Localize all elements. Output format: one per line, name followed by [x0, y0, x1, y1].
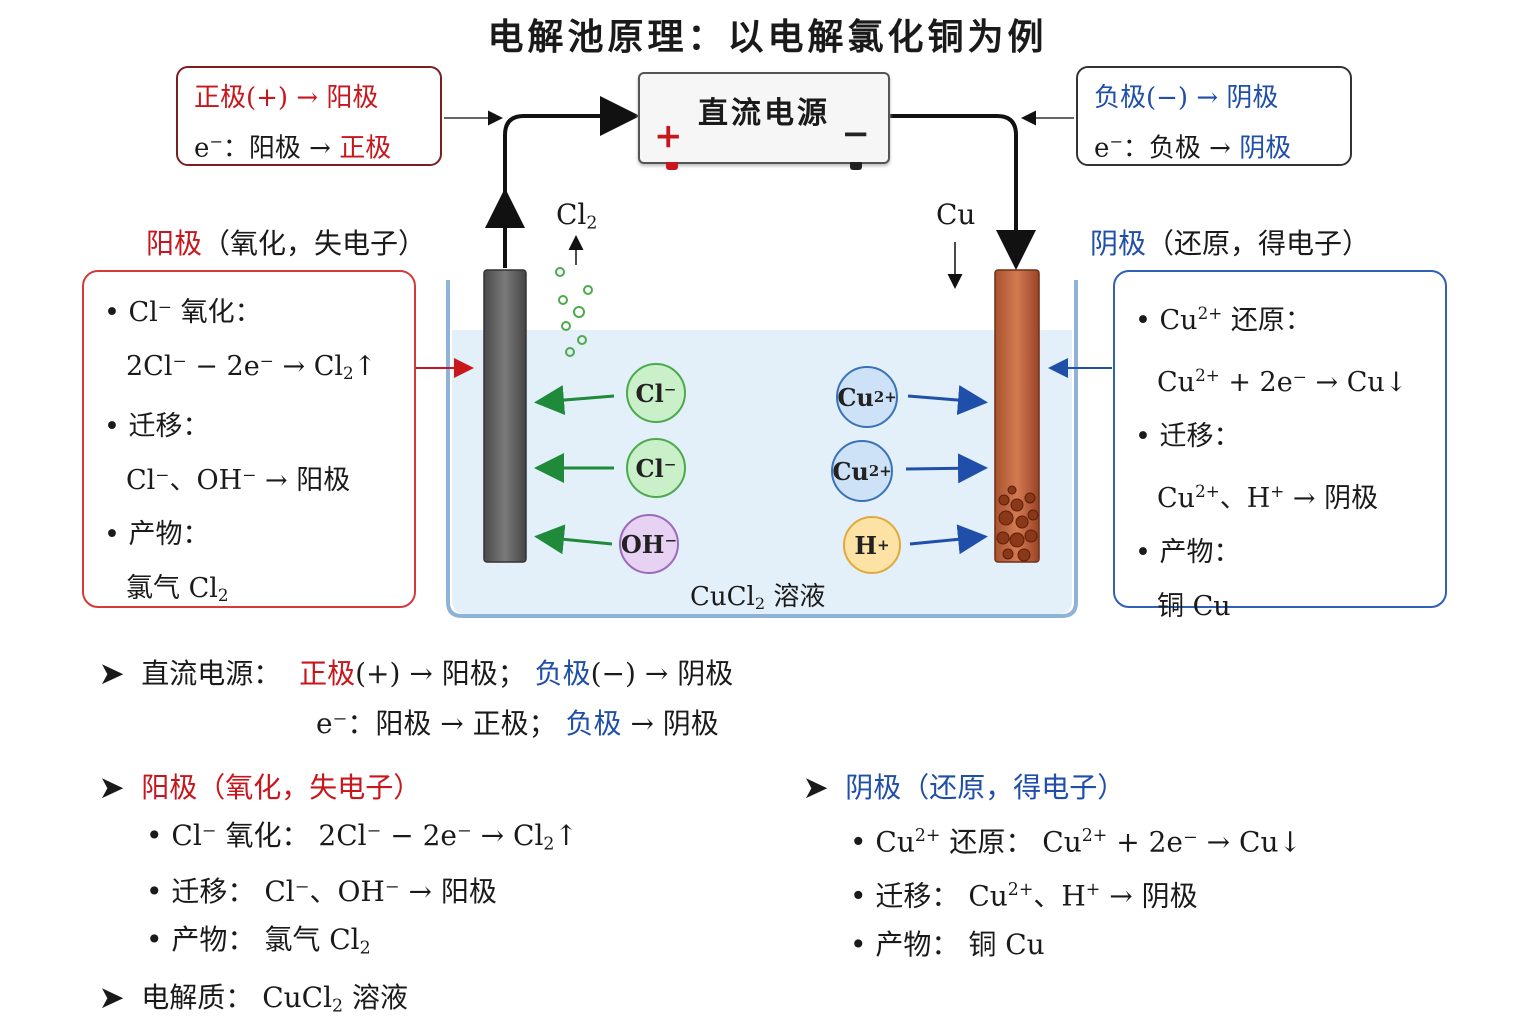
anode-electrode: [483, 269, 527, 563]
chloride-ion-1: Cl⁻: [626, 363, 686, 423]
summary-anode: ➤ 阳极（氧化，失电子） • Cl⁻ 氧化： 2Cl⁻ − 2e⁻ → Cl2↑…: [100, 771, 578, 959]
copper-deposit: [996, 485, 1039, 562]
page-title: 电解池原理：以电解氯化铜为例: [487, 16, 1048, 58]
power-supply-label: 直流电源: [698, 96, 830, 131]
anode-info-box: • Cl⁻ 氧化： 2Cl⁻ − 2e⁻ → Cl2↑ • 迁移： Cl⁻、OH…: [82, 270, 416, 608]
solution-label: CuCl2 溶液: [690, 582, 826, 614]
bullet-arrow-icon: ➤: [804, 771, 828, 804]
dc-power-supply: 直流电源 + −: [638, 72, 890, 170]
cathode-wire: [888, 114, 1036, 270]
anode-wire: [503, 96, 640, 268]
hydrogen-ion: H+: [843, 516, 901, 574]
gas-bubbles: [555, 267, 593, 357]
minus-terminal: −: [841, 114, 871, 154]
plus-terminal: +: [654, 116, 683, 156]
solution: [452, 330, 1072, 614]
plus-foot: [666, 162, 678, 170]
summary-power: ➤ 直流电源： 正极(+) → 阳极； 负极(−) → 阴极: [100, 657, 734, 690]
copper-label: Cu: [936, 198, 976, 231]
cathode-electrode: [994, 269, 1040, 563]
cathode-heading: 阴极（还原，得电子）: [1090, 227, 1371, 260]
cathode-info-box: • Cu2+ 还原： Cu2+ + 2e⁻ → Cu↓ • 迁移： Cu2+、H…: [1113, 270, 1447, 622]
chloride-ion-2: Cl⁻: [626, 438, 686, 498]
beaker: [446, 280, 1078, 618]
anode-rule-box: 正极(+) → 阳极 e−：阳极 → 正极: [176, 66, 442, 166]
summary-electron-flow: e⁻：阳极 → 正极； 负极 → 阴极: [316, 707, 719, 740]
hydroxide-ion: OH⁻: [619, 514, 679, 574]
bullet-arrow-icon: ➤: [100, 771, 124, 804]
bullet-arrow-icon: ➤: [100, 657, 124, 690]
anode-heading: 阳极（氧化，失电子）: [146, 227, 427, 260]
chlorine-gas-label: Cl2: [556, 198, 598, 234]
bullet-arrow-icon: ➤: [100, 981, 124, 1014]
summary-cathode: ➤ 阴极（还原，得电子） • Cu2+ 还原： Cu2+ + 2e⁻ → Cu↓…: [804, 771, 1302, 961]
minus-foot: [850, 162, 862, 170]
summary-electrolyte: ➤ 电解质： CuCl2 溶液: [100, 981, 408, 1017]
cathode-rule-box: 负极(−) → 阴极 e−：负极 → 阴极: [1076, 66, 1352, 166]
